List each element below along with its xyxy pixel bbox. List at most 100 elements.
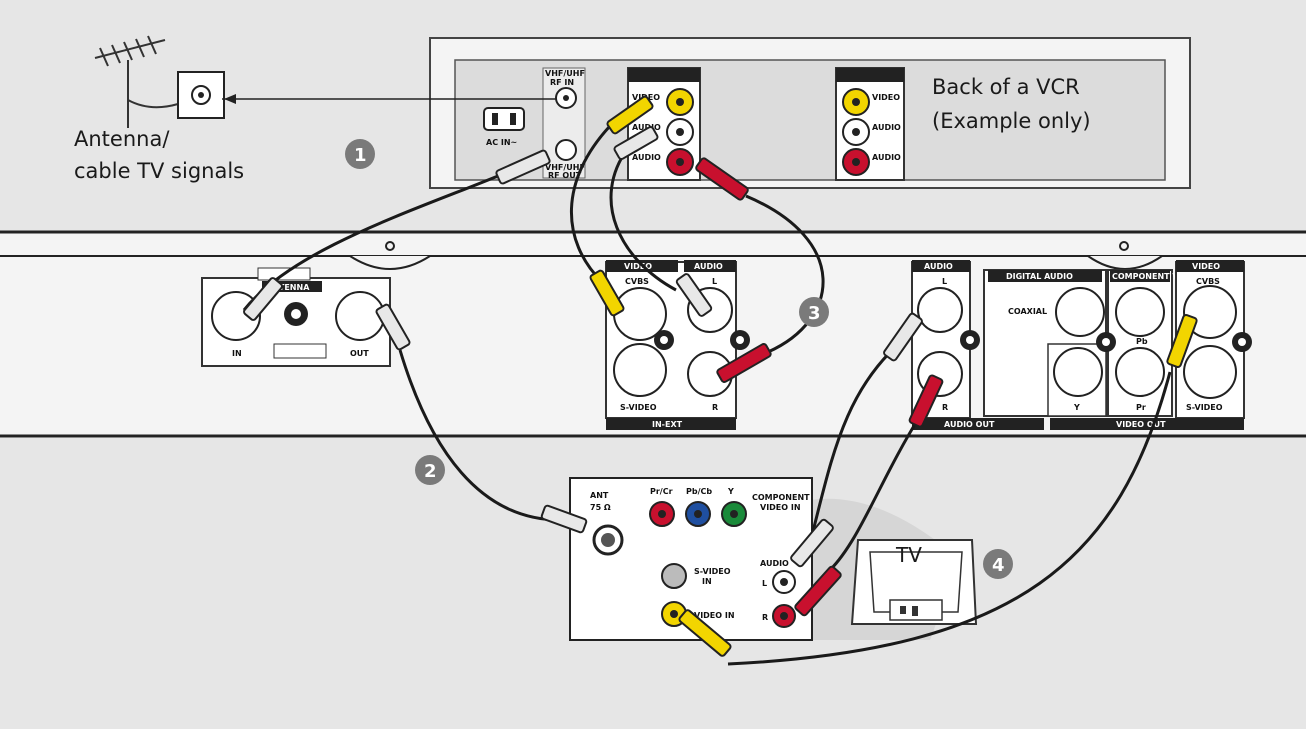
vcr-rf-out-jack bbox=[555, 139, 577, 161]
antenna-icon bbox=[94, 35, 179, 128]
plug-tv-video bbox=[678, 609, 732, 657]
plug-vcr-audio-l bbox=[613, 126, 659, 160]
tv-audio-label: AUDIO bbox=[760, 559, 789, 568]
tv-component-label-1: COMPONENT bbox=[752, 493, 810, 502]
player-y-jack bbox=[1053, 347, 1103, 397]
cable-audio-l-to-tv bbox=[806, 334, 909, 551]
player-pr-jack bbox=[1115, 347, 1165, 397]
antenna-caption-line2: cable TV signals bbox=[74, 159, 244, 183]
player-out-video-label: VIDEO bbox=[1192, 262, 1220, 271]
player-svideo-out-jack bbox=[1183, 345, 1237, 399]
player-unit: ANTENNA IN OUT VIDEO AUDIO CVBS L R S-VI… bbox=[0, 230, 1306, 438]
player-antenna-label: ANTENNA bbox=[266, 283, 310, 292]
player-component-label: COMPONENT VIDEO bbox=[1112, 272, 1201, 281]
plug-tv-audio-l bbox=[790, 518, 834, 568]
tv-ohm-label: 75 Ω bbox=[590, 503, 611, 512]
player-svideo-in-jack bbox=[613, 343, 667, 397]
plug-vcr-video bbox=[606, 95, 654, 135]
plug-player-cvbs-out bbox=[1166, 314, 1198, 368]
player-pb-jack bbox=[1115, 287, 1165, 337]
player-out-svideo-label: S-VIDEO bbox=[1186, 403, 1223, 412]
cable-rf-player-to-tv bbox=[398, 349, 561, 522]
cable-audio-r-to-tv bbox=[828, 415, 922, 572]
tv-audio-r-label: R bbox=[762, 613, 768, 622]
player-digital-audio-label: DIGITAL AUDIO bbox=[1006, 272, 1073, 281]
vcr-rf-in-label-2: RF IN bbox=[550, 78, 574, 87]
cable-vcr-audio-l bbox=[609, 147, 677, 292]
plug-player-audio-r-in bbox=[716, 343, 772, 383]
player-cvbs-out-jack bbox=[1183, 285, 1237, 339]
vcr-ac-in-label: AC IN~ bbox=[486, 138, 517, 147]
player-pr-label: Pr bbox=[1136, 403, 1146, 412]
player-video-out-label: VIDEO OUT bbox=[1116, 420, 1166, 429]
player-cvbs-label: CVBS bbox=[625, 277, 649, 286]
vcr-rf-in-label-1: VHF/UHF bbox=[545, 69, 585, 78]
step-4-badge: 4 bbox=[983, 549, 1013, 579]
tv-y-label: Y bbox=[727, 487, 734, 496]
plug-player-audio-r-out bbox=[908, 374, 944, 428]
player-out-cvbs-label: CVBS bbox=[1196, 277, 1220, 286]
tv-caption: TV bbox=[895, 543, 922, 567]
player-coaxial-label: COAXIAL bbox=[1008, 307, 1047, 316]
tv-component-label-2: VIDEO IN bbox=[760, 503, 801, 512]
tv-audio-l-label: L bbox=[762, 579, 767, 588]
player-in-ext-label: IN-EXT bbox=[652, 420, 683, 429]
player-antenna-in-label: IN bbox=[232, 349, 242, 358]
vcr-in-video-label: VIDEO bbox=[872, 93, 900, 102]
player-antenna-out-label: OUT bbox=[350, 349, 369, 358]
player-in-l-label: L bbox=[712, 277, 717, 286]
plug-rf-tv bbox=[540, 504, 588, 534]
player-out-l-label: L bbox=[942, 277, 947, 286]
svg-text:2: 2 bbox=[424, 461, 437, 482]
tv-prcr-label: Pr/Cr bbox=[650, 487, 673, 496]
player-pb-label: Pb bbox=[1136, 337, 1148, 346]
cable-video-to-tv bbox=[727, 371, 1172, 666]
svg-text:3: 3 bbox=[808, 303, 821, 324]
plug-player-cvbs-in bbox=[589, 269, 625, 317]
player-y-label: Y bbox=[1073, 403, 1080, 412]
player-out-audio-label: AUDIO bbox=[924, 262, 953, 271]
player-in-svideo-label: S-VIDEO bbox=[620, 403, 657, 412]
svg-text:4: 4 bbox=[992, 555, 1005, 576]
plug-player-audio-l-out bbox=[883, 312, 923, 362]
svg-text:1: 1 bbox=[354, 145, 367, 166]
plugs bbox=[243, 95, 1198, 657]
vcr-caption-line2: (Example only) bbox=[932, 109, 1091, 133]
player-antenna-out-jack bbox=[335, 291, 385, 341]
vcr-rf-out-label-2: RF OUT bbox=[548, 171, 582, 180]
vcr-audio-label: AUDIO bbox=[632, 123, 661, 132]
vcr-caption-line1: Back of a VCR bbox=[932, 75, 1080, 99]
step-3-badge: 3 bbox=[799, 297, 829, 327]
tv-svideo-jack bbox=[661, 563, 687, 589]
tv-svideo-label-1: S-VIDEO bbox=[694, 567, 731, 576]
plug-tv-audio-r bbox=[794, 565, 842, 617]
tv-ant-label: ANT bbox=[590, 491, 609, 500]
player-audio-out-label: AUDIO OUT bbox=[944, 420, 995, 429]
vcr-audio-label-2: AUDIO bbox=[632, 153, 661, 162]
plug-vcr-audio-r bbox=[695, 157, 749, 201]
tv-icon bbox=[850, 539, 978, 625]
antenna-caption-line1: Antenna/ bbox=[74, 127, 170, 151]
plug-player-audio-l-in bbox=[675, 273, 713, 317]
plug-rf-vcr bbox=[495, 149, 551, 185]
wall-socket-icon bbox=[177, 71, 225, 119]
player-out-r-label: R bbox=[942, 403, 948, 412]
step-1-badge: 1 bbox=[345, 139, 375, 169]
vcr-rf-out-label-1: VHF/UHF bbox=[545, 163, 585, 172]
tv-svideo-label-2: IN bbox=[702, 577, 712, 586]
plug-rf-player-out bbox=[375, 303, 411, 351]
plug-rf-player-in bbox=[243, 277, 283, 321]
vcr-in-audio-l-label: AUDIO bbox=[872, 123, 901, 132]
step-2-badge: 2 bbox=[415, 455, 445, 485]
cable-vcr-audio-r bbox=[745, 194, 825, 354]
cable-vcr-video bbox=[570, 124, 612, 284]
vcr-in-audio-r-label: AUDIO bbox=[872, 153, 901, 162]
tv-video-in-label: VIDEO IN bbox=[694, 611, 735, 620]
player-in-r-label: R bbox=[712, 403, 718, 412]
power-socket-icon bbox=[483, 107, 525, 131]
player-coaxial-jack bbox=[1055, 287, 1105, 337]
player-in-video-label: VIDEO bbox=[624, 262, 652, 271]
player-audio-l-out-jack bbox=[917, 287, 963, 333]
